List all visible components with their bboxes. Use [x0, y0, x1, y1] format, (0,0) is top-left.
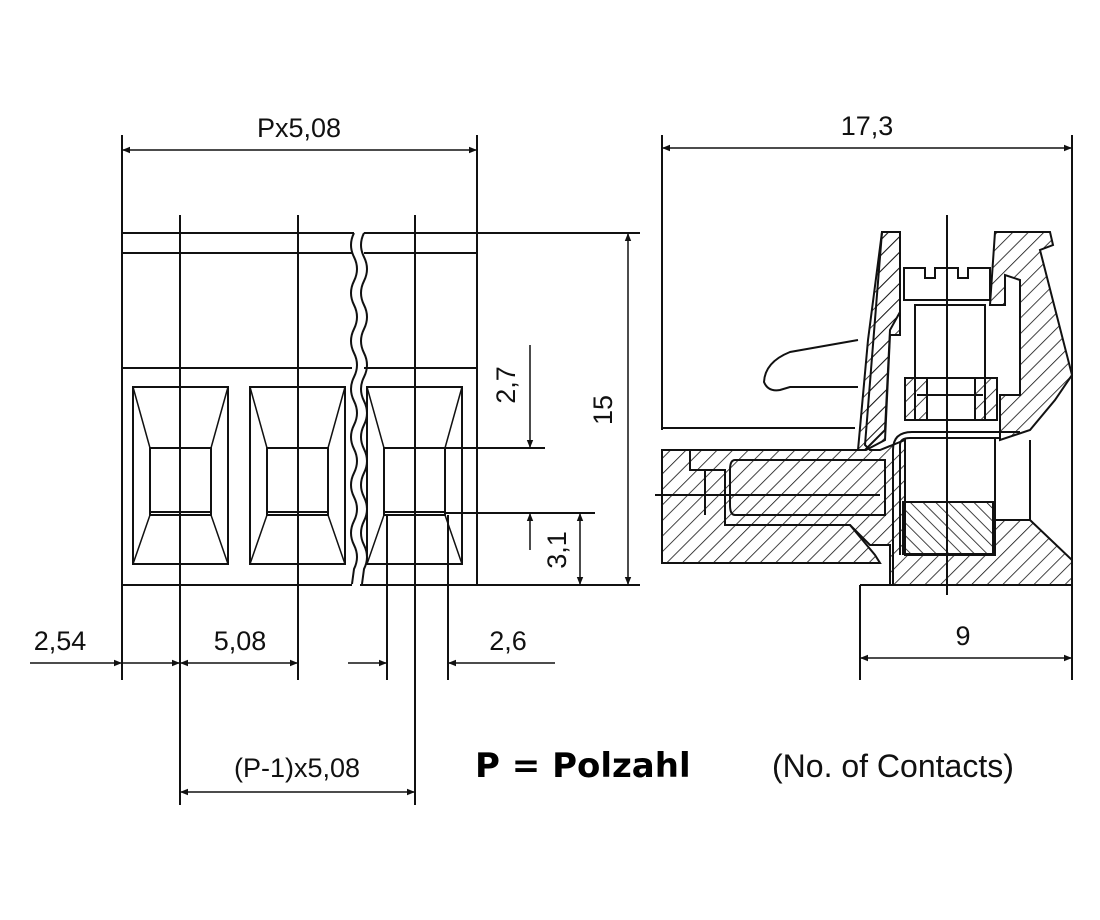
dim-label: (P-1)x5,08 — [234, 753, 360, 783]
dim-label: Px5,08 — [257, 113, 341, 143]
legend-formula: P = Polzahl — [475, 746, 691, 786]
side-view — [655, 135, 1074, 680]
dimension-edge-to-pin: 2,54 — [30, 626, 180, 667]
front-view — [121, 135, 640, 805]
dim-label: 17,3 — [841, 111, 894, 141]
dim-label: 2,6 — [489, 626, 527, 656]
dimension-pin-width: 2,6 — [348, 626, 555, 667]
dimension-pitch: 5,08 — [180, 626, 298, 667]
dim-label: 2,7 — [491, 366, 521, 404]
break-line — [350, 232, 358, 585]
dimension-height: 15 — [588, 233, 632, 585]
dim-label: 9 — [955, 621, 970, 651]
dim-label: 3,1 — [542, 531, 572, 569]
legend-explanation: (No. of Contacts) — [772, 748, 1014, 784]
dimension-base-depth: 9 — [860, 621, 1072, 662]
dimension-pin-span: (P-1)x5,08 — [180, 753, 415, 796]
dimension-depth: 17,3 — [662, 111, 1072, 152]
dim-label: 15 — [588, 395, 618, 425]
dimension-total-width: Px5,08 — [122, 113, 477, 154]
dimension-offset-upper: 2,7 — [491, 345, 534, 550]
dim-label: 5,08 — [214, 626, 267, 656]
legend: P = Polzahl (No. of Contacts) — [475, 746, 1014, 786]
dimension-offset-lower: 3,1 — [542, 513, 584, 585]
dim-label: 2,54 — [34, 626, 87, 656]
